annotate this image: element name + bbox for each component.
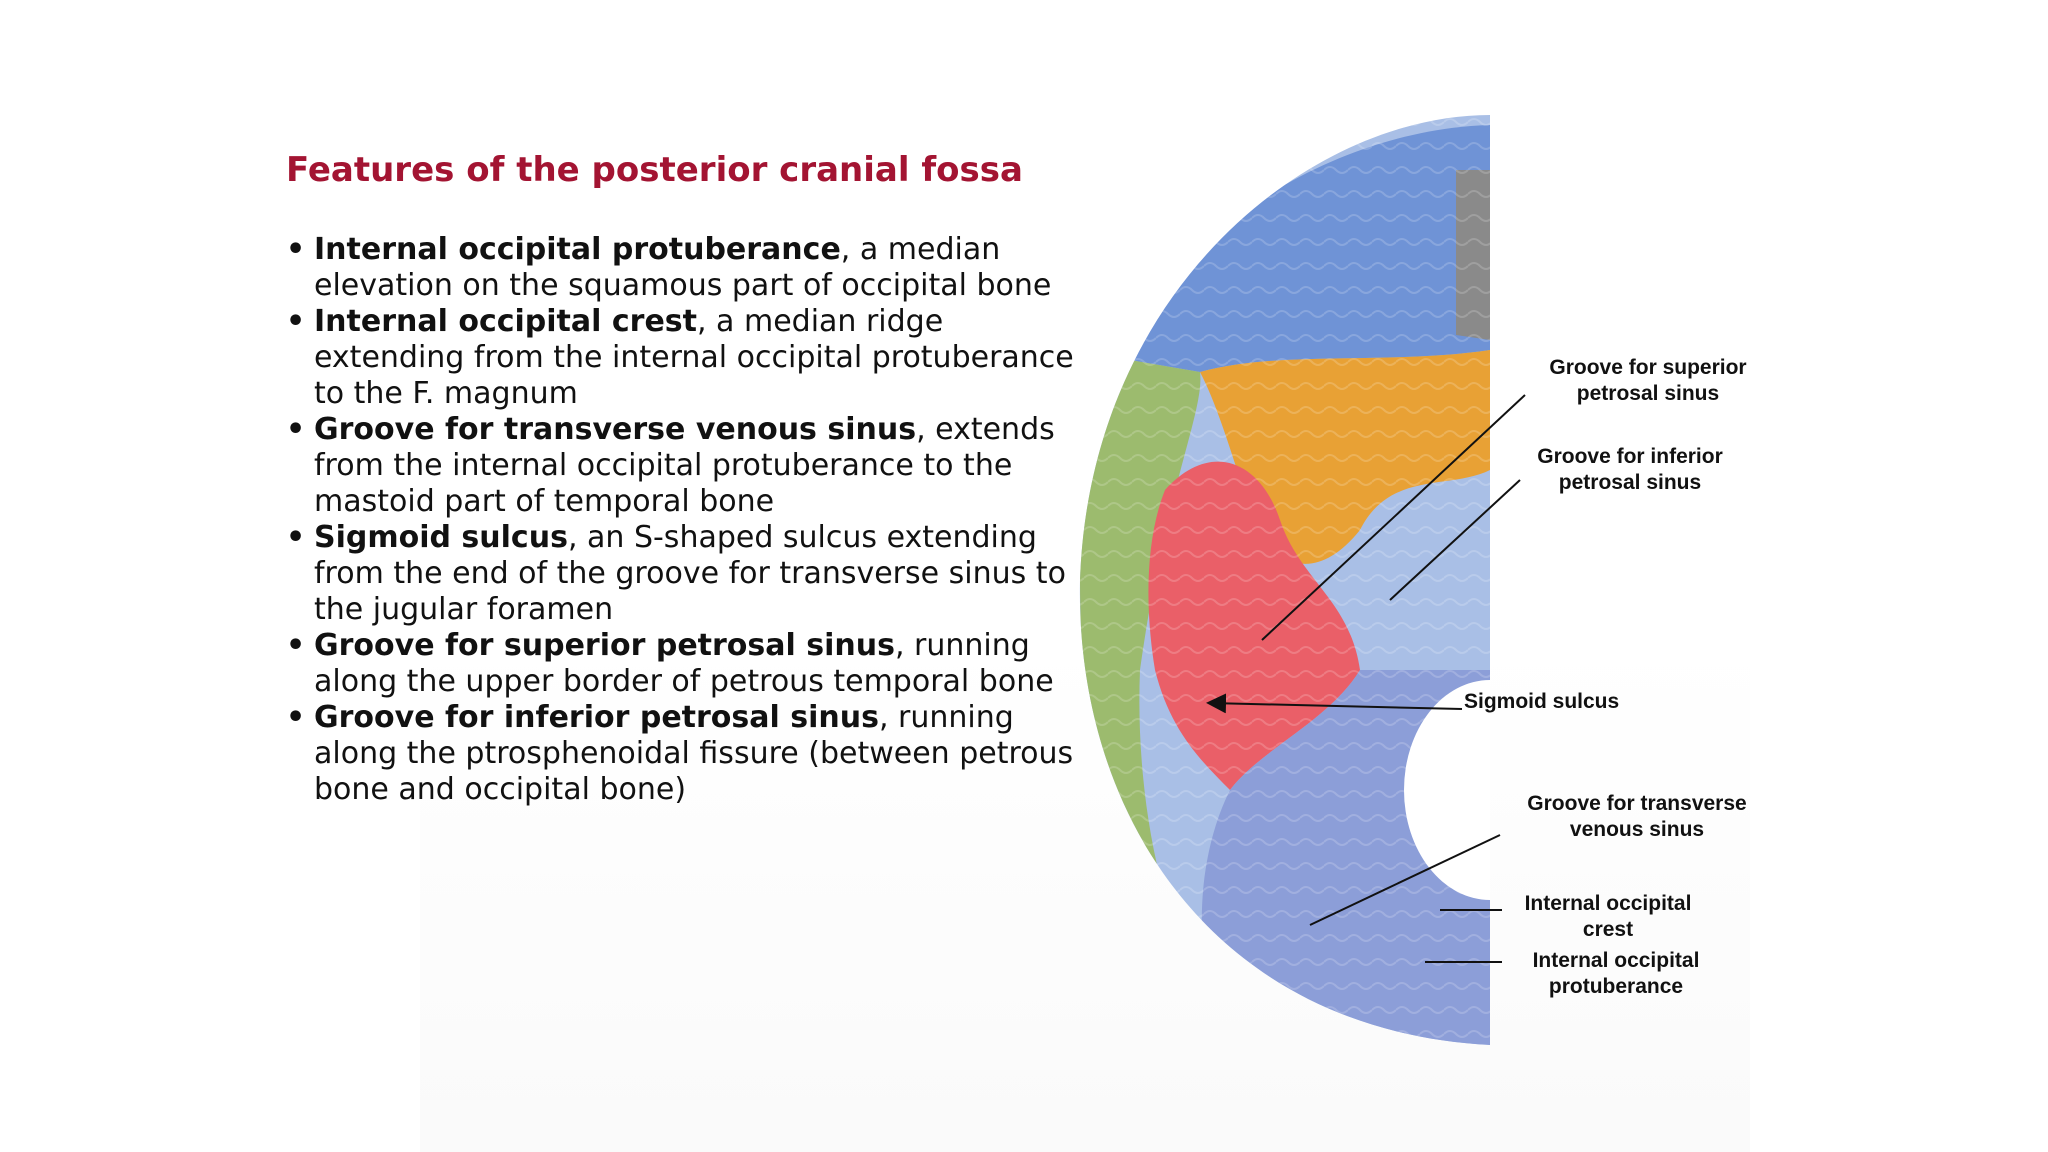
bullet-icon: • [286, 412, 306, 447]
label-line: Groove for transverse [1527, 792, 1747, 815]
feature-description: , running along the upper border of petr… [314, 628, 1054, 699]
label-line: Groove for superior [1549, 356, 1747, 379]
label-sigmoid-sulcus: Sigmoid sulcus [1464, 689, 1619, 715]
bullet-icon: • [286, 628, 306, 663]
feature-description: , an S-shaped sulcus extending from the … [314, 520, 1066, 627]
label-line: Internal occipital [1524, 892, 1692, 915]
label-line: petrosal sinus [1558, 471, 1702, 494]
label-line: Groove for inferior [1537, 445, 1723, 468]
feature-term: Internal occipital protuberance [314, 232, 841, 267]
feature-term: Groove for transverse venous sinus [314, 412, 917, 447]
feature-list: •Internal occipital protuberance, a medi… [286, 232, 1076, 808]
label-line: venous sinus [1569, 818, 1705, 841]
label-transverse-sinus-groove: Groove for transverse venous sinus [1500, 791, 1774, 843]
list-item: •Groove for transverse venous sinus, ext… [286, 412, 1076, 520]
label-inferior-petrosal-groove: Groove for inferior petrosal sinus [1514, 444, 1746, 496]
feature-description: , running along the ptrosphenoidal fissu… [314, 700, 1074, 807]
feature-description: , a median ridge extending from the inte… [314, 304, 1074, 411]
bullet-icon: • [286, 700, 306, 735]
list-item: •Internal occipital crest, a median ridg… [286, 304, 1076, 412]
list-item: •Sigmoid sulcus, an S-shaped sulcus exte… [286, 520, 1076, 628]
label-line: petrosal sinus [1576, 382, 1720, 405]
page-title: Features of the posterior cranial fossa [286, 150, 1023, 190]
label-line: Sigmoid sulcus [1464, 690, 1620, 713]
bone-texture [1079, 115, 1490, 1045]
bullet-icon: • [286, 304, 306, 339]
feature-term: Internal occipital crest [314, 304, 697, 339]
feature-term: Groove for superior petrosal sinus [314, 628, 895, 663]
skull-base-illustration [1079, 115, 1490, 1045]
label-internal-occipital-protuberance: Internal occipital protuberance [1508, 948, 1724, 1000]
feature-term: Groove for inferior petrosal sinus [314, 700, 879, 735]
label-line: Internal occipital [1532, 949, 1700, 972]
label-line: crest [1582, 918, 1634, 941]
label-line: protuberance [1548, 975, 1684, 998]
list-item: •Groove for superior petrosal sinus, run… [286, 628, 1076, 700]
label-internal-occipital-crest: Internal occipital crest [1502, 891, 1714, 943]
background-shade [420, 640, 1750, 1152]
feature-description: , extends from the internal occipital pr… [314, 412, 1055, 519]
list-item: •Internal occipital protuberance, a medi… [286, 232, 1076, 304]
bullet-icon: • [286, 232, 306, 267]
feature-description: , a median elevation on the squamous par… [314, 232, 1052, 303]
feature-term: Sigmoid sulcus [314, 520, 568, 555]
list-item: •Groove for inferior petrosal sinus, run… [286, 700, 1076, 808]
label-superior-petrosal-groove: Groove for superior petrosal sinus [1526, 355, 1770, 407]
bullet-icon: • [286, 520, 306, 555]
